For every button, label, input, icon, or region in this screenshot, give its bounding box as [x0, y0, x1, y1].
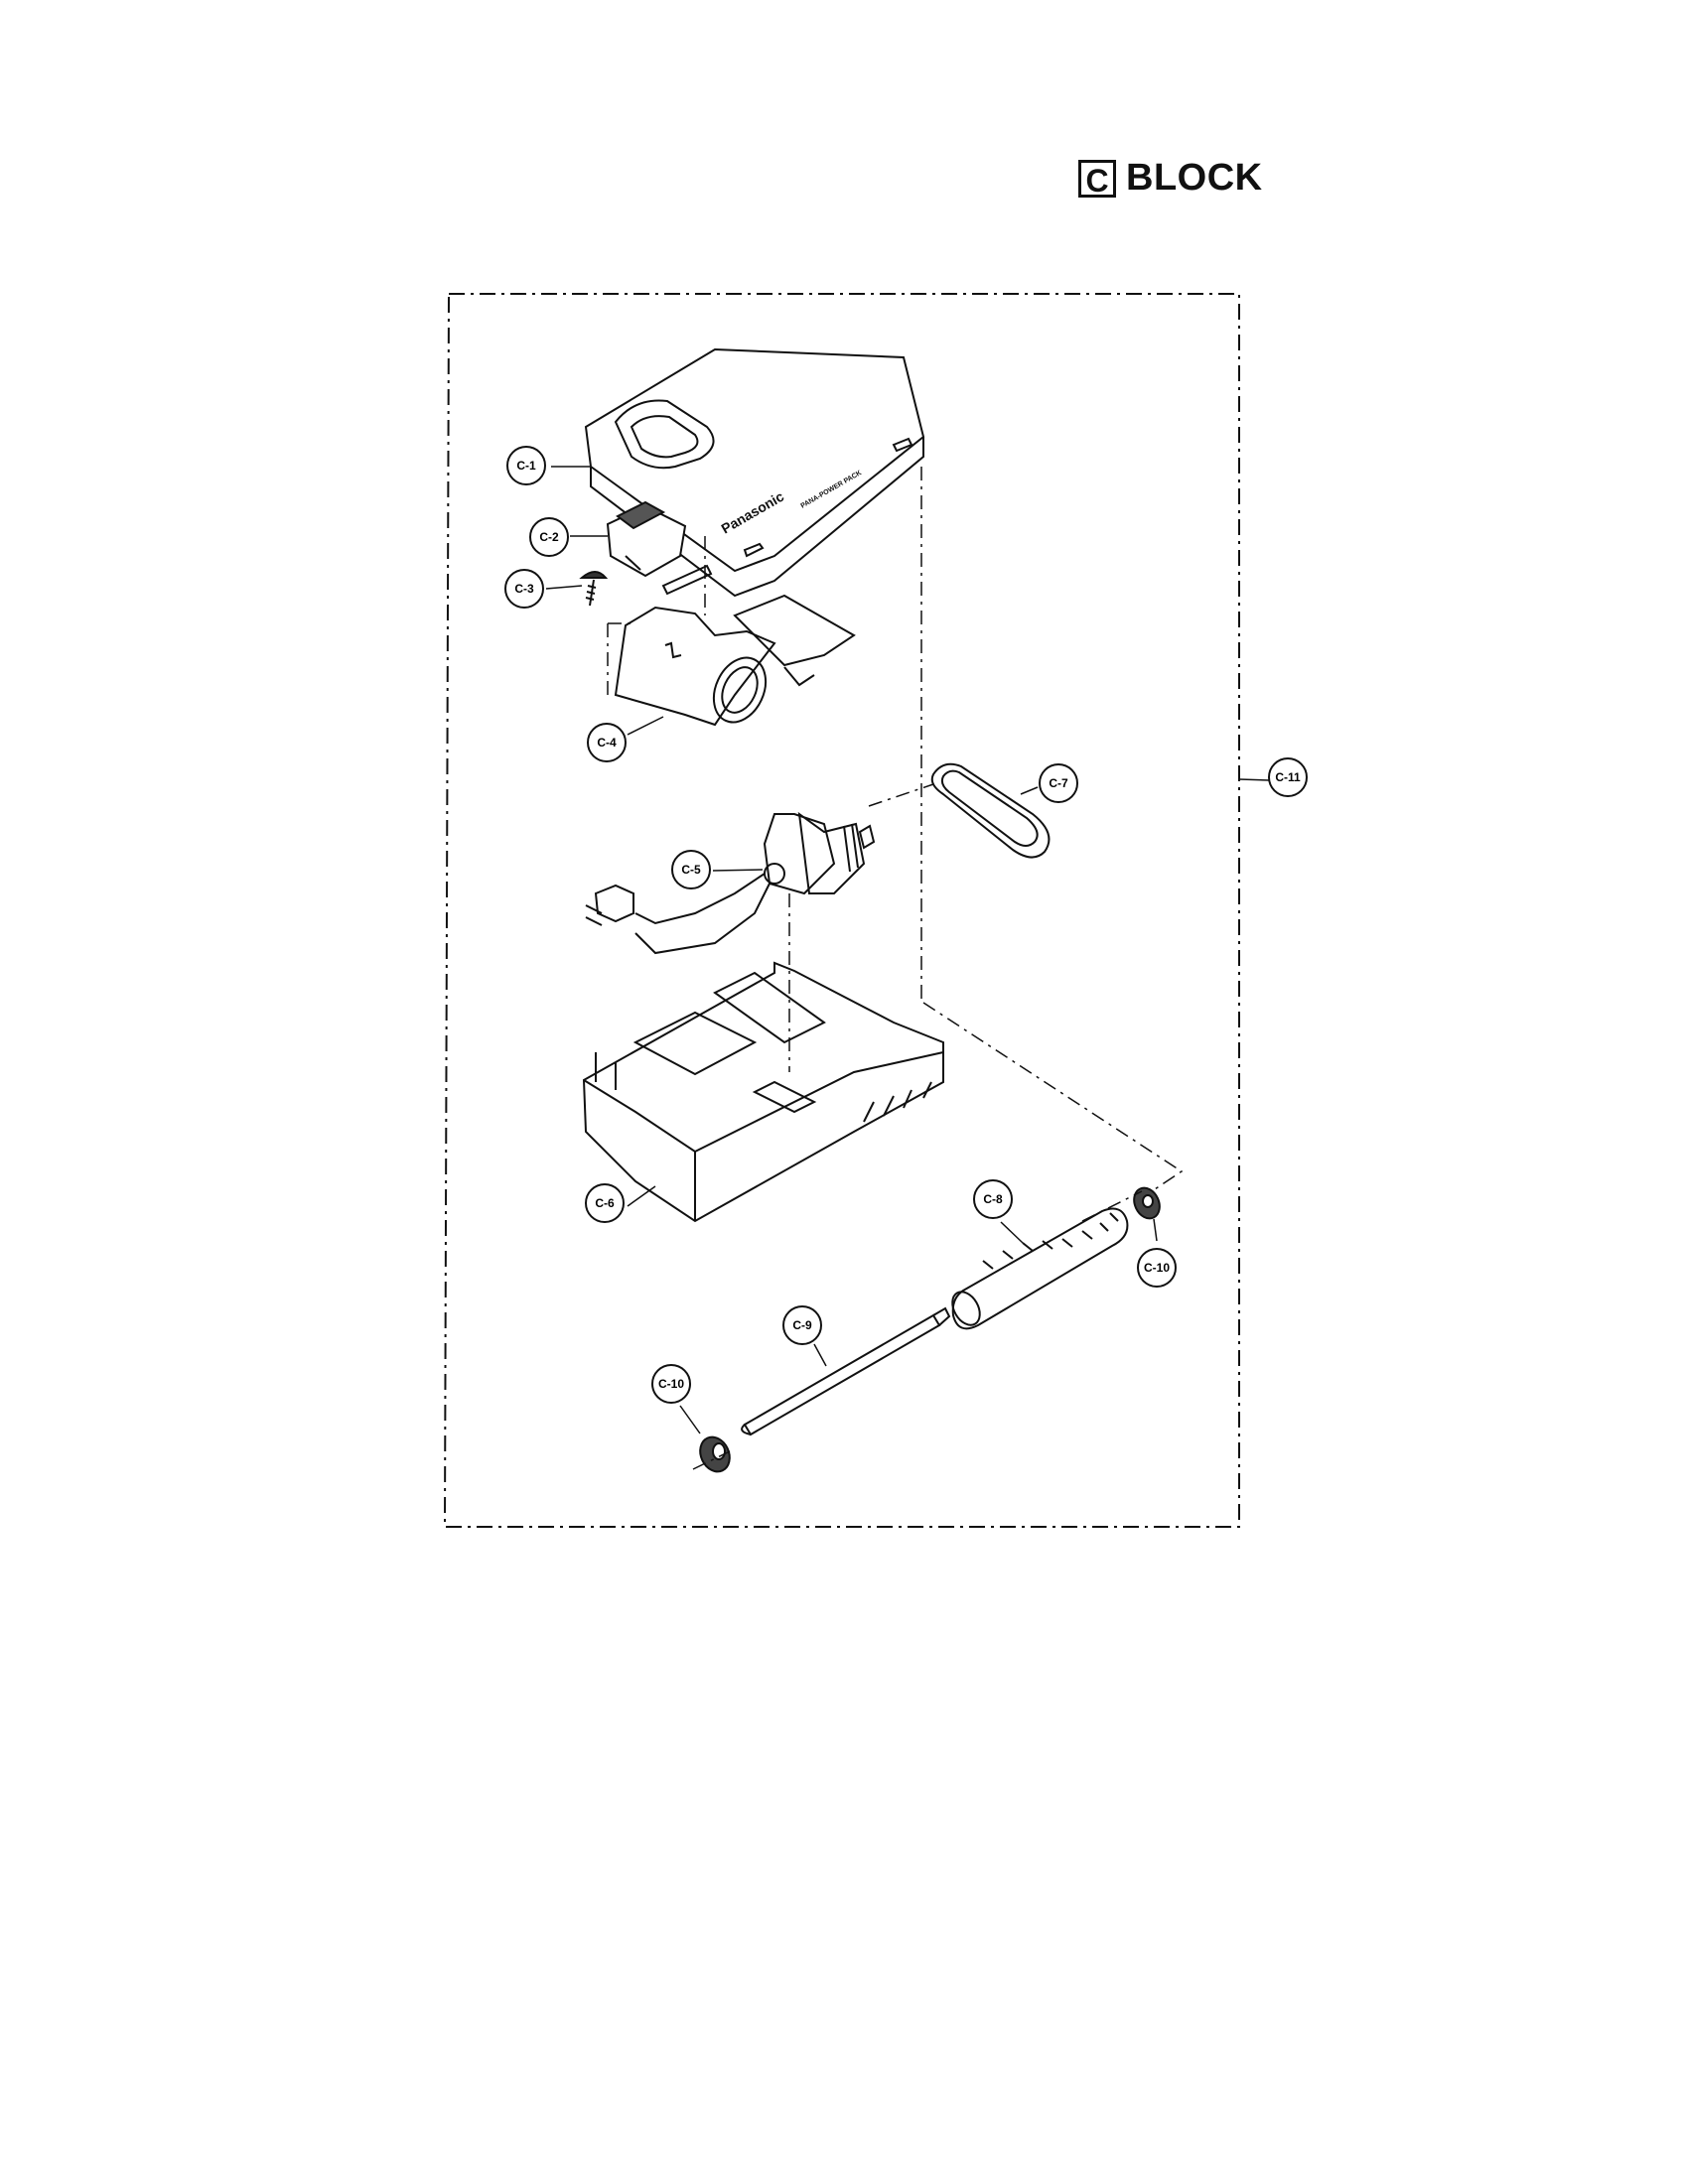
svg-text:C-5: C-5 [681, 863, 701, 877]
end-cap-part-right [1133, 1186, 1161, 1220]
callout-c5: C-5 [671, 850, 711, 889]
svg-text:C-1: C-1 [516, 459, 536, 473]
callout-c6: C-6 [585, 1183, 625, 1223]
callout-c11: C-11 [1268, 757, 1308, 797]
svg-text:C-9: C-9 [792, 1318, 812, 1332]
svg-text:C-8: C-8 [983, 1192, 1003, 1206]
leader-lines [545, 466, 1270, 1434]
svg-text:C-7: C-7 [1049, 776, 1068, 790]
screw-part [579, 571, 609, 607]
svg-text:C-6: C-6 [595, 1196, 615, 1210]
callout-c9: C-9 [782, 1305, 822, 1345]
brush-roller-part [951, 1207, 1129, 1330]
callout-c2: C-2 [529, 517, 569, 557]
svg-text:C-2: C-2 [539, 530, 559, 544]
end-cap-part-left [699, 1435, 731, 1473]
block-word: BLOCK [1126, 157, 1263, 199]
base-housing-part [582, 961, 944, 1223]
callout-c3: C-3 [504, 569, 544, 609]
callout-c4: C-4 [587, 723, 627, 762]
callout-c10-left: C-10 [651, 1364, 691, 1404]
shaft-part [741, 1306, 951, 1436]
belt-part [930, 762, 1051, 859]
callout-c8: C-8 [973, 1179, 1013, 1219]
callout-c1: C-1 [506, 446, 546, 485]
svg-text:C-11: C-11 [1275, 770, 1301, 784]
top-cover-part: Panasonic PANA-POWER PACK [584, 347, 925, 598]
svg-text:C-10: C-10 [1144, 1261, 1170, 1275]
nozzle-housing-part [614, 594, 856, 727]
block-title: C BLOCK [1078, 157, 1263, 200]
callout-c7: C-7 [1039, 763, 1078, 803]
part-callouts: C-1 C-2 C-3 C-4 C-5 C-6 C-7 C-8 C-9 C-10… [504, 446, 1308, 1404]
motor-part [585, 811, 876, 955]
svg-text:C-4: C-4 [597, 736, 617, 750]
svg-text:C-3: C-3 [514, 582, 534, 596]
svg-text:C-10: C-10 [658, 1377, 684, 1391]
callout-c10-right: C-10 [1137, 1248, 1177, 1288]
assembly-frame [443, 293, 1240, 1528]
block-letter-box: C [1078, 159, 1116, 199]
clip-part [606, 500, 713, 596]
assembly-guide-lines [607, 467, 1184, 1470]
